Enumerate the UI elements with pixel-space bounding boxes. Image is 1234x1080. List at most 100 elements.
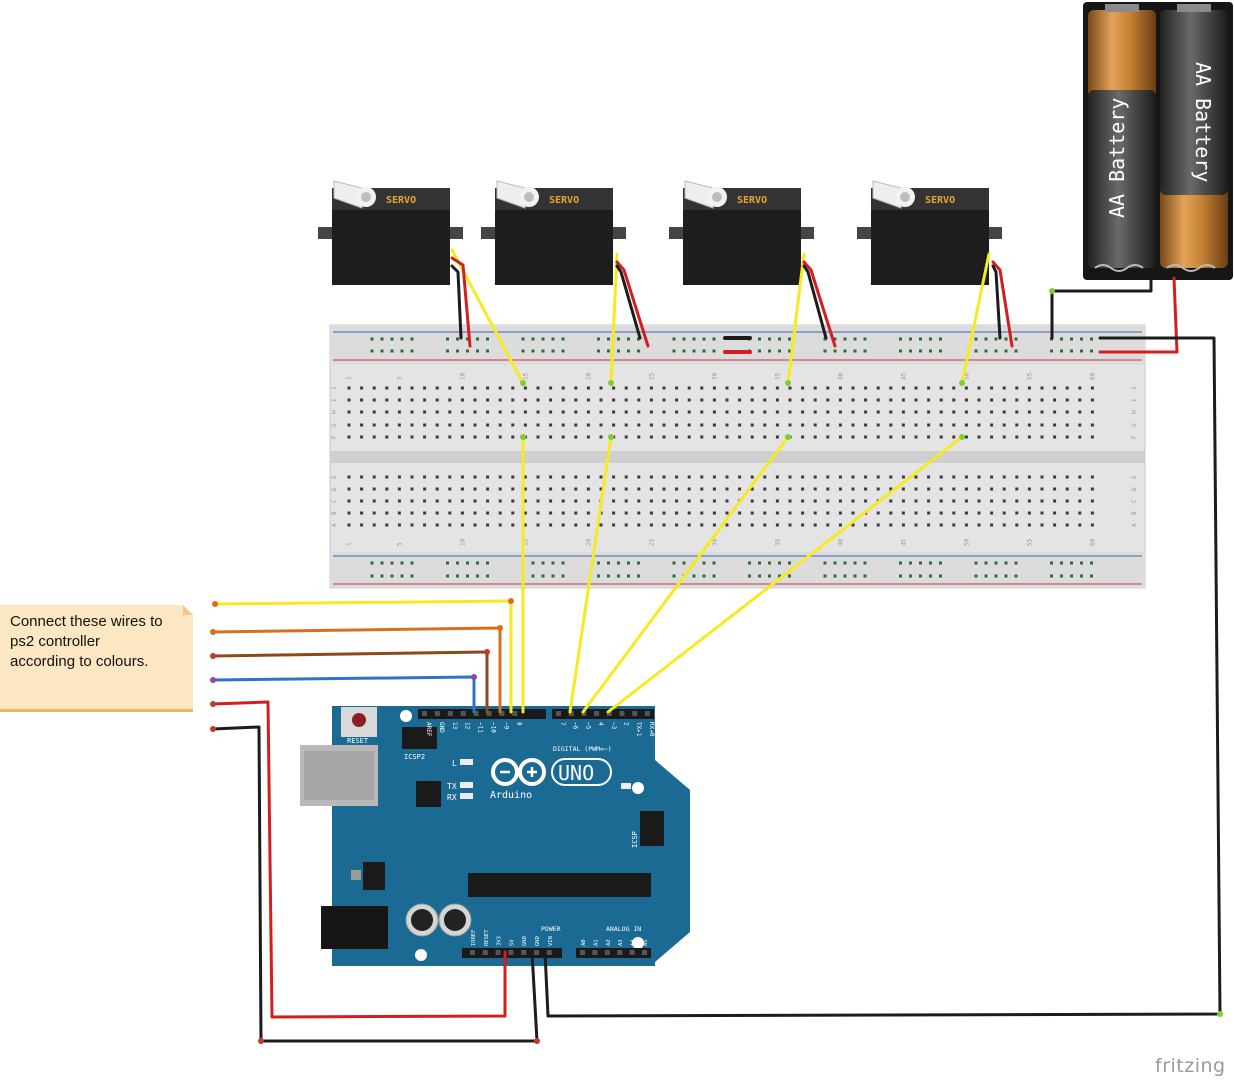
power-jack [321,906,388,949]
wire-servo2-vcc [615,260,650,348]
digital-pin-label: 12 [464,722,471,730]
column-number: 10 [459,538,466,546]
row-letter: E [331,475,338,479]
note-box [0,605,193,712]
wire-servo4-gnd [991,264,1002,340]
power-pin-label: 5V [509,939,515,946]
column-number: 25 [648,372,655,380]
power-pin-label: GND [535,936,541,946]
column-number: 35 [774,538,781,546]
wire-battery-gnd [1050,276,1153,340]
row-letter: E [1131,475,1138,479]
breadboard-holes [347,337,1094,578]
analog-pin-label: A2 [606,939,612,946]
servo-motors: SERVO SERVO SERVO SERVO [318,180,1002,285]
column-number: 1 [346,376,353,380]
note-text: Connect these wires to ps2 controller ac… [10,613,163,670]
arduino-uno-board: RESET ICSP2 L TX RX ON UNO Ardui [300,706,690,966]
wire-servo3-vcc [802,260,837,348]
column-number: 1 [346,542,353,546]
digital-header-low [552,709,654,719]
analog-header-label: ANALOG IN [606,925,641,933]
column-number: 45 [900,538,907,546]
digital-pin-label: ~11 [477,722,484,733]
servo-4: SERVO [857,180,1002,285]
row-letter: J [1131,386,1138,390]
wire-servo2-gnd [615,264,642,340]
servo-label: SERVO [737,195,767,206]
wire-d5 [581,435,790,714]
wire-servo4-signal [960,252,991,385]
battery-label-right: AA Battery [1191,62,1215,182]
column-number: 25 [648,538,655,546]
column-number: 35 [774,372,781,380]
column-number: 55 [1026,372,1033,380]
row-letter: F [331,435,338,439]
column-number: 15 [522,538,529,546]
row-letter: I [331,398,338,402]
servo-1: SERVO [318,180,463,285]
row-letter: B [331,511,338,515]
power-pin-label: IOREF [471,929,477,946]
wire-servo1-gnd [450,264,463,340]
digital-pin-label: TX▸1 [635,722,642,737]
digital-pin-label: ~6 [572,722,579,730]
wire-servo3-signal [786,252,806,385]
wire-battery-vcc [1098,276,1179,354]
wire-d6 [568,435,613,714]
breadboard-labels: 1155101015152020252530303535404045455050… [346,372,1096,546]
digital-pin-label: ~5 [584,722,591,730]
column-number: 45 [900,372,907,380]
fritzing-watermark: fritzing [1155,1055,1226,1077]
servo-label: SERVO [386,195,416,206]
digital-pin-label: 7 [559,722,566,726]
row-letter: H [331,410,338,414]
icsp-label: ICSP [631,831,639,848]
row-letter: C [331,499,338,503]
analog-pin-label: A0 [581,939,587,946]
column-number: 20 [585,538,592,546]
icsp2-label: ICSP2 [404,753,425,761]
wire-ps2-orange [211,626,502,714]
icsp2-header [402,727,437,749]
servo-label: SERVO [925,195,955,206]
digital-pin-label: 4 [597,722,604,726]
wire-servo4-vcc [991,260,1014,348]
led-on-label: ON [633,783,643,792]
analog-pin-label: A1 [593,939,599,946]
column-number: 5 [396,376,403,380]
row-letter: D [1131,487,1138,491]
wire-servo3-gnd [802,264,828,340]
power-pin-label: RESET [484,929,490,946]
digital-pin-label: ~9 [502,722,509,730]
row-letter: I [1131,398,1138,402]
column-number: 55 [1026,538,1033,546]
row-letter: C [1131,499,1138,503]
row-letter: A [331,523,338,527]
power-pin-label: GND [522,936,528,946]
power-header-label: POWER [541,925,561,933]
power-pin-label: 3V3 [497,936,503,946]
note-fold [183,605,193,615]
wire-endpoints [210,288,1223,1044]
digital-pin-label: RX◂0 [648,722,655,737]
arduino-brand-text: Arduino [490,790,532,801]
row-letter: H [1131,410,1138,414]
breadboard: 1155101015152020252530303535404045455050… [329,324,1146,589]
column-number: 40 [837,538,844,546]
analog-pin-label: A5 [643,939,649,946]
digital-pin-label: ~10 [490,722,497,733]
row-letter: G [1131,423,1138,427]
servo-label: SERVO [549,195,579,206]
column-number: 40 [837,372,844,380]
analog-pin-label: A4 [631,939,637,946]
reset-label: RESET [347,737,369,745]
led-tx-label: TX [447,782,457,791]
digital-pin-label: GND [438,722,445,733]
row-letter: J [331,386,338,390]
battery-pack: AA Battery AA Battery [1083,2,1233,280]
row-letter: A [1131,523,1138,527]
